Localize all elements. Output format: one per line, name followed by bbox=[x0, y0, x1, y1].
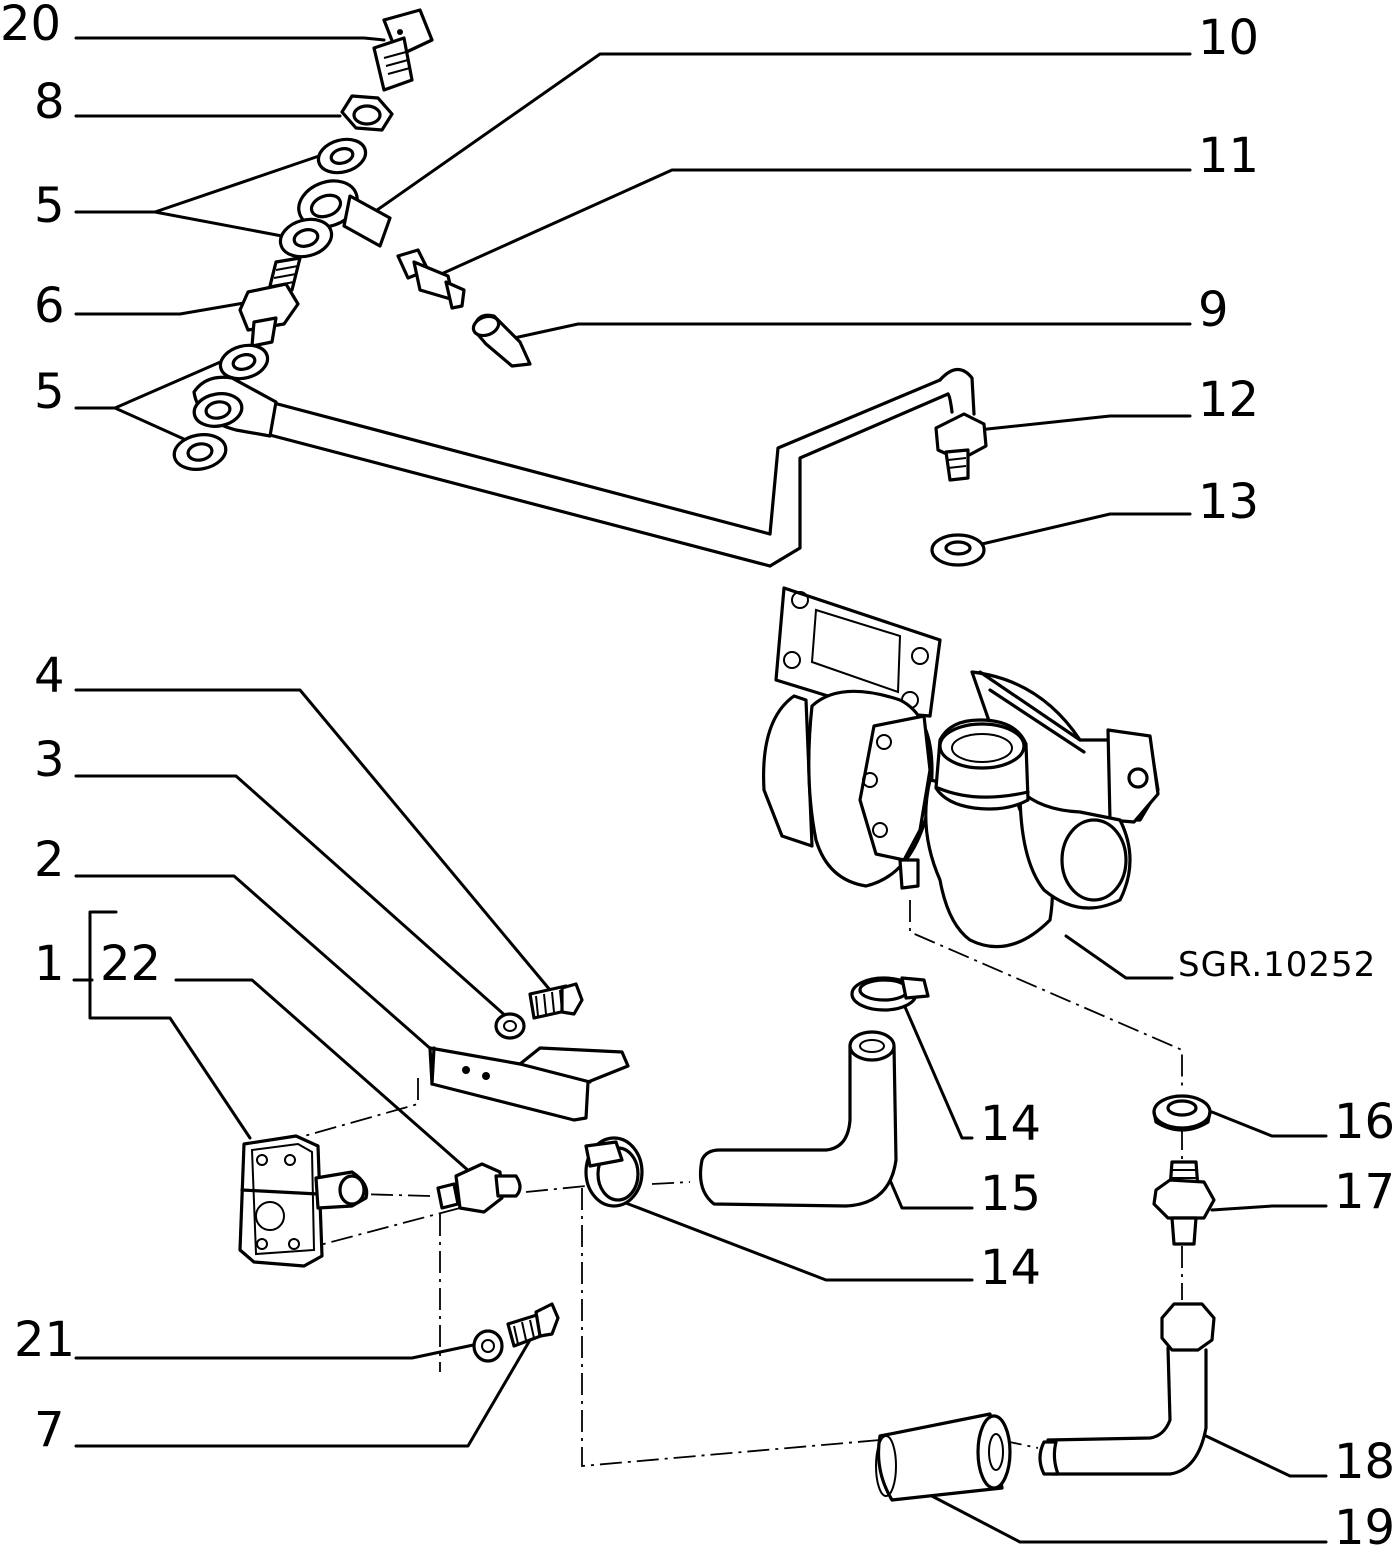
union-6 bbox=[238, 256, 302, 348]
leader-lines bbox=[72, 36, 1328, 1544]
washer-13 bbox=[930, 533, 986, 567]
leader-19 bbox=[926, 1492, 1328, 1544]
callout-4: 4 bbox=[34, 648, 65, 704]
union-22 bbox=[436, 1162, 522, 1214]
leader-2 bbox=[74, 874, 434, 1052]
turbocharger bbox=[761, 586, 1160, 949]
jet-11 bbox=[396, 248, 466, 310]
callout-5-upper: 5 bbox=[34, 178, 65, 234]
leader-drawing-code bbox=[1064, 934, 1174, 980]
flange-1 bbox=[238, 1134, 369, 1268]
drawing-code: SGR.10252 bbox=[1178, 945, 1376, 985]
callout-9: 9 bbox=[1198, 282, 1229, 338]
callout-3: 3 bbox=[34, 732, 65, 788]
callout-22: 22 bbox=[100, 936, 161, 992]
union-17 bbox=[1152, 1160, 1216, 1246]
callout-18: 18 bbox=[1334, 1434, 1395, 1490]
leader-18 bbox=[1204, 1434, 1328, 1478]
oil-feed-pipe-assembly bbox=[192, 367, 976, 568]
callout-15: 15 bbox=[980, 1166, 1041, 1222]
leader-3 bbox=[74, 774, 510, 1020]
callout-14-upper: 14 bbox=[980, 1096, 1041, 1152]
leader-1-bracket bbox=[72, 910, 252, 1140]
callout-21: 21 bbox=[14, 1312, 75, 1368]
washer-21 bbox=[472, 1329, 504, 1363]
union-12 bbox=[934, 412, 988, 482]
washer-16 bbox=[1152, 1094, 1212, 1132]
callout-14-lower: 14 bbox=[980, 1240, 1041, 1296]
assembly-lines bbox=[289, 900, 1183, 1467]
callout-6: 6 bbox=[34, 278, 65, 334]
leader-17 bbox=[1210, 1204, 1328, 1212]
callout-13: 13 bbox=[1198, 474, 1259, 530]
fitting-9 bbox=[471, 313, 532, 368]
bolt-4 bbox=[528, 982, 584, 1020]
leader-11 bbox=[426, 168, 1192, 282]
leader-14-upper bbox=[900, 998, 974, 1140]
clamp-14-upper bbox=[850, 976, 930, 1012]
leader-21 bbox=[74, 1342, 480, 1360]
washer-5-d bbox=[172, 433, 228, 471]
leader-9 bbox=[512, 322, 1192, 340]
callout-2: 2 bbox=[34, 832, 65, 888]
washer-5-c bbox=[218, 343, 270, 381]
callout-8: 8 bbox=[34, 74, 65, 130]
bracket-2 bbox=[428, 1046, 630, 1122]
leader-5-upper-b bbox=[153, 210, 284, 238]
washer-5-b bbox=[278, 217, 334, 259]
callout-12: 12 bbox=[1198, 372, 1259, 428]
hose-15 bbox=[698, 1030, 898, 1208]
leader-6 bbox=[74, 300, 252, 316]
washer-3 bbox=[494, 1012, 526, 1040]
leader-10 bbox=[368, 52, 1192, 217]
leader-7 bbox=[74, 1338, 532, 1448]
callout-20: 20 bbox=[0, 0, 61, 52]
leader-4 bbox=[74, 688, 552, 992]
leader-16 bbox=[1210, 1110, 1328, 1138]
callout-10: 10 bbox=[1198, 10, 1259, 66]
callout-1: 1 bbox=[34, 936, 65, 992]
washer-5-a bbox=[316, 137, 368, 175]
callout-16: 16 bbox=[1334, 1094, 1395, 1150]
bolt-7 bbox=[506, 1302, 560, 1348]
leader-22 bbox=[174, 978, 472, 1174]
banjo-bolt-20 bbox=[372, 8, 434, 92]
callout-5-lower: 5 bbox=[34, 364, 65, 420]
leader-13 bbox=[980, 512, 1192, 546]
callout-11: 11 bbox=[1198, 128, 1259, 184]
leader-14-lower bbox=[616, 1198, 974, 1282]
pipe-18 bbox=[1038, 1302, 1216, 1476]
hose-19 bbox=[875, 1412, 1012, 1502]
leader-20 bbox=[74, 36, 386, 42]
callout-7: 7 bbox=[34, 1402, 65, 1458]
leader-5-upper-a bbox=[74, 153, 324, 214]
callout-19: 19 bbox=[1334, 1500, 1395, 1549]
callout-17: 17 bbox=[1334, 1164, 1395, 1220]
clamp-14-lower bbox=[584, 1136, 644, 1208]
nut-8 bbox=[340, 94, 394, 132]
leader-5-lower-b bbox=[113, 406, 188, 442]
banjo-fitting-10 bbox=[297, 179, 392, 248]
leader-12 bbox=[976, 414, 1192, 432]
